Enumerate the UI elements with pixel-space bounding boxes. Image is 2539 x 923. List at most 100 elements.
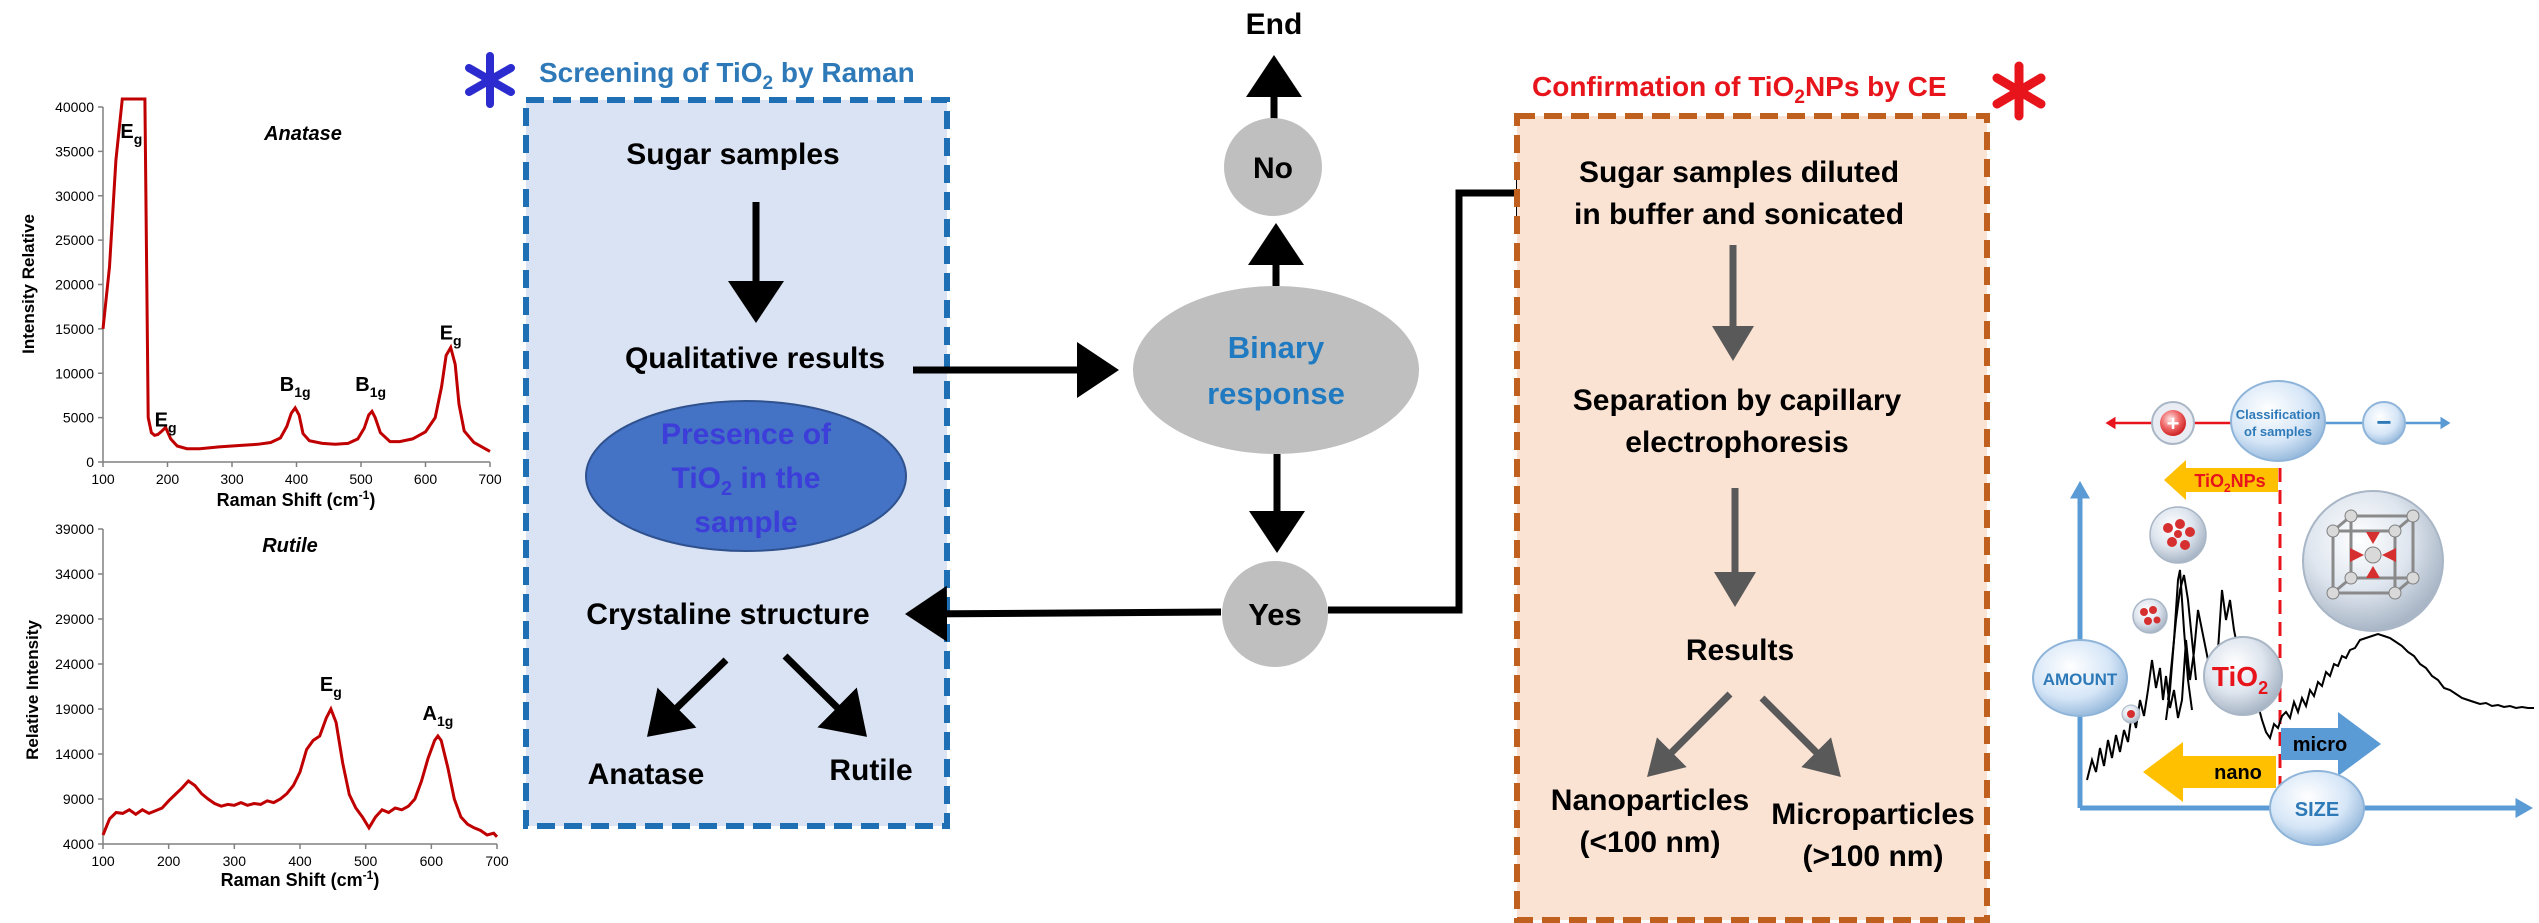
anatase-chart-title: Anatase: [263, 123, 342, 145]
electropherogram-trace: [2086, 589, 2534, 781]
y-tick-label: 34000: [55, 566, 94, 582]
ce-step1-line2: in buffer and sonicated: [1574, 198, 1904, 231]
amount-bubble: [2032, 639, 2128, 717]
micro-label: micro: [2293, 734, 2347, 756]
x-tick-label: 700: [478, 471, 502, 487]
electropherogram-tall-peak: [2165, 569, 2193, 721]
x-tick-label: 500: [349, 471, 373, 487]
y-tick-label: 14000: [55, 746, 94, 762]
peak-label: B1g: [355, 374, 386, 400]
tio2nps-label: TiO2NPs: [2194, 471, 2265, 495]
ce-confirmation-section: Confirmation of TiO2NPs by CE Sugar samp…: [1514, 61, 2046, 923]
y-tick-label: 10000: [55, 365, 94, 381]
peak-label: A1g: [423, 703, 454, 729]
anatase-spectrum-chart: 0500010000150002000025000300003500040000…: [19, 97, 502, 510]
x-tick-label: 400: [288, 853, 312, 869]
y-tick-label: 0: [86, 454, 94, 470]
y-tick-label: 40000: [55, 99, 94, 115]
ce-step1-line1: Sugar samples diluted: [1579, 156, 1899, 189]
x-tick-label: 100: [91, 471, 115, 487]
rutile-x-axis-label: Raman Shift (cm-1): [221, 868, 380, 890]
decision-section: End No Binary response Yes: [905, 8, 1558, 667]
y-tick-label: 24000: [55, 656, 94, 672]
no-label: No: [1253, 152, 1293, 185]
x-tick-label: 600: [420, 853, 444, 869]
nano-label: nano: [2214, 762, 2262, 784]
amount-label: AMOUNT: [2043, 670, 2118, 689]
raman-crystaline-structure: Crystaline structure: [586, 598, 869, 631]
yes-label: Yes: [1248, 597, 1301, 632]
peak-label: Eg: [120, 121, 142, 147]
binary-response-node: [1133, 286, 1419, 454]
raman-rutile-label: Rutile: [829, 754, 912, 787]
classification-infographic: + Classification of samples − TiO2NPs: [2032, 380, 2534, 846]
ce-nano-line1: Nanoparticles: [1551, 784, 1749, 817]
x-tick-label: 500: [354, 853, 378, 869]
micro-arrow: [2281, 712, 2381, 776]
ce-micro-line1: Microparticles: [1771, 798, 1974, 831]
raman-screening-section: Screening of TiO2 by Raman Sugar samples…: [465, 52, 950, 829]
nanoparticle-small-dot-icon: [2127, 710, 2135, 718]
y-tick-label: 9000: [63, 791, 94, 807]
x-tick-label: 100: [91, 853, 115, 869]
no-node: [1224, 118, 1322, 216]
x-tick-label: 600: [414, 471, 438, 487]
nano-arrow: [2143, 742, 2276, 802]
y-tick-label: 5000: [63, 410, 94, 426]
ce-micro-line2: (>100 nm): [1803, 840, 1944, 873]
arrow-to-rutile: [782, 653, 867, 737]
size-bubble: [2269, 770, 2365, 846]
arrow-results-to-nano: [1647, 691, 1733, 777]
x-tick-label: 700: [485, 853, 509, 869]
arrow-yes-to-crystaline: [905, 585, 1222, 642]
classification-label-line2: of samples: [2244, 424, 2312, 439]
ce-results: Results: [1686, 634, 1794, 667]
y-tick-label: 30000: [55, 188, 94, 204]
rutile-x-ticks: 100 200 300 400 500 600 700: [91, 844, 509, 869]
anatase-y-axis-label: Intensity Relative: [19, 214, 38, 354]
x-tick-label: 200: [157, 853, 181, 869]
ce-nano-line2: (<100 nm): [1580, 826, 1721, 859]
classification-bubble: [2230, 380, 2326, 462]
y-tick-label: 29000: [55, 611, 94, 627]
ce-title: Confirmation of TiO2NPs by CE: [1532, 71, 1947, 108]
plus-icon: [2160, 410, 2186, 436]
anatase-x-axis-label: Raman Shift (cm-1): [217, 488, 376, 510]
crystal-atoms-icon: [2326, 509, 2420, 600]
presence-text-line3: sample: [694, 506, 797, 539]
x-tick-label: 300: [223, 853, 247, 869]
raman-sugar-samples: Sugar samples: [626, 138, 839, 171]
binary-label-line1: Binary: [1228, 330, 1325, 365]
classification-label-line1: Classification: [2236, 407, 2321, 422]
plus-label: +: [2167, 411, 2180, 436]
presence-ellipse: [585, 400, 907, 552]
arrow-results-to-micro: [1759, 695, 1841, 777]
blue-asterisk-icon: [465, 52, 515, 108]
red-asterisk-icon: [1992, 61, 2046, 121]
size-label: SIZE: [2295, 799, 2339, 821]
x-tick-label: 400: [285, 471, 309, 487]
raman-anatase-label: Anatase: [588, 758, 705, 791]
tio2nps-arrow: [2164, 460, 2278, 500]
minus-bubble-icon: [2362, 401, 2406, 445]
peak-label: Eg: [320, 674, 342, 700]
minus-label: −: [2376, 407, 2391, 437]
y-tick-label: 15000: [55, 321, 94, 337]
peak-label: Eg: [440, 323, 462, 349]
nanoparticle-large-cluster-icon: [2163, 519, 2195, 550]
y-tick-label: 39000: [55, 521, 94, 537]
peak-label: Eg: [155, 410, 177, 436]
presence-text-line2: TiO2 in the: [672, 462, 821, 500]
rutile-chart-title: Rutile: [262, 535, 318, 557]
presence-text-line1: Presence of: [661, 418, 832, 451]
arrow-yes-to-ce: [1328, 165, 1558, 614]
yes-node: [1222, 561, 1328, 667]
y-tick-label: 25000: [55, 232, 94, 248]
ce-box: [1514, 113, 1990, 923]
